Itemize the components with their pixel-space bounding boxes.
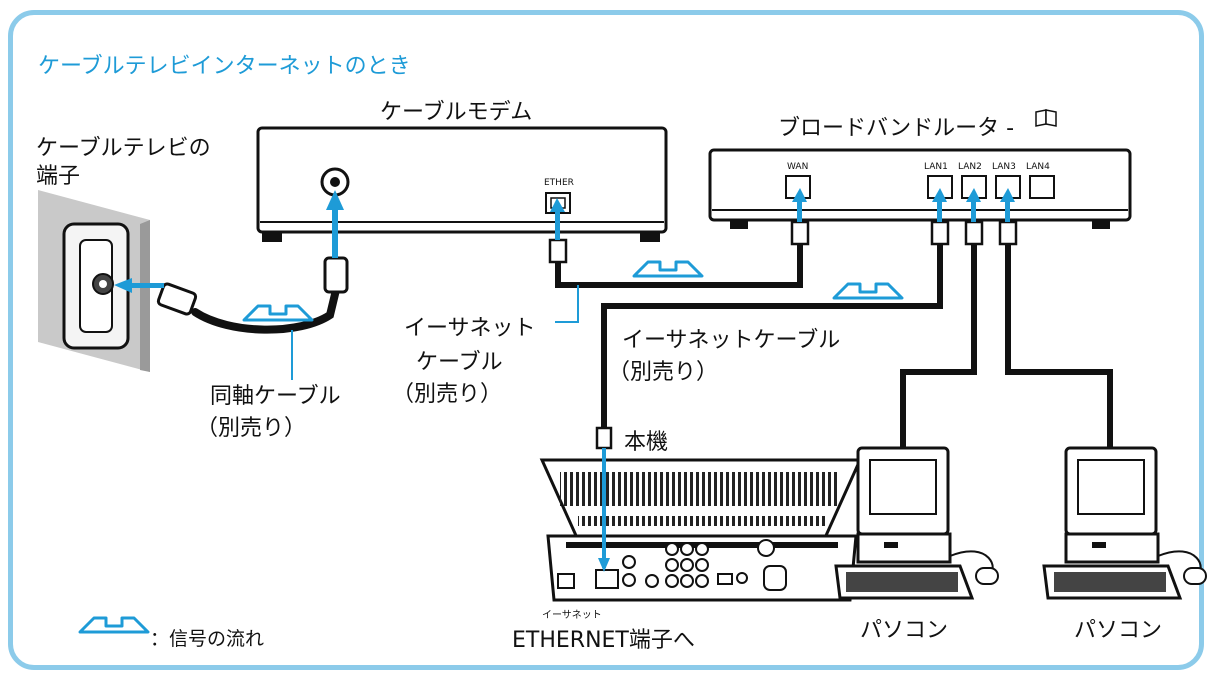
pc-right-label: パソコン	[1074, 618, 1163, 643]
port-lan1-label: LAN1	[924, 162, 948, 172]
port-ether-label: ETHER	[544, 178, 574, 188]
router-label: ブロードバンドルータ -	[778, 116, 1015, 141]
coax-cable-label: 同軸ケーブル	[210, 384, 341, 409]
catv-port-label-line1: ケーブルテレビの	[36, 136, 211, 161]
wall-outlet	[38, 190, 150, 372]
signal-arrows-vertical	[114, 188, 1015, 572]
legend-label: ：信号の流れ	[150, 628, 265, 650]
coax-sold-separately-label: （別売り）	[196, 416, 307, 441]
ethernet-terminal-label: ETHERNET端子へ	[512, 628, 695, 653]
book-icon	[1035, 109, 1057, 127]
diagram-frame	[8, 10, 1204, 670]
ethernet-cable-b-label: イーサネットケーブル	[622, 328, 841, 353]
port-lan2-label: LAN2	[958, 162, 982, 172]
catv-port-label-line2: 端子	[36, 164, 81, 189]
ethernet-ruby-label: イーサネット	[542, 610, 602, 621]
port-lan4-label: LAN4	[1026, 162, 1050, 172]
broadband-router	[708, 148, 1132, 229]
signal-flow-symbols	[78, 260, 904, 634]
ethernet-cable-modem-to-router	[548, 220, 810, 323]
coax-cable	[156, 256, 349, 380]
diagram-title: ケーブルテレビインターネットのとき	[38, 54, 411, 79]
pc-right	[1042, 446, 1207, 600]
main-unit	[539, 458, 863, 602]
pc-left-label: パソコン	[860, 618, 949, 643]
cable-modem	[256, 126, 668, 242]
ethernet-cable-b-sold-separately: （別売り）	[608, 360, 719, 385]
ethernet-cable-a-label-line1: イーサネット	[404, 316, 536, 341]
ethernet-cable-a-sold-separately: （別売り）	[392, 382, 503, 407]
port-lan3-label: LAN3	[992, 162, 1016, 172]
cable-modem-label: ケーブルモデム	[380, 100, 533, 125]
pc-left	[834, 446, 999, 600]
main-unit-label: 本機	[624, 430, 669, 455]
port-wan-label: WAN	[787, 162, 809, 172]
ethernet-cables-to-pcs	[900, 220, 1113, 448]
ethernet-cable-a-label-line2: ケーブル	[416, 350, 503, 375]
